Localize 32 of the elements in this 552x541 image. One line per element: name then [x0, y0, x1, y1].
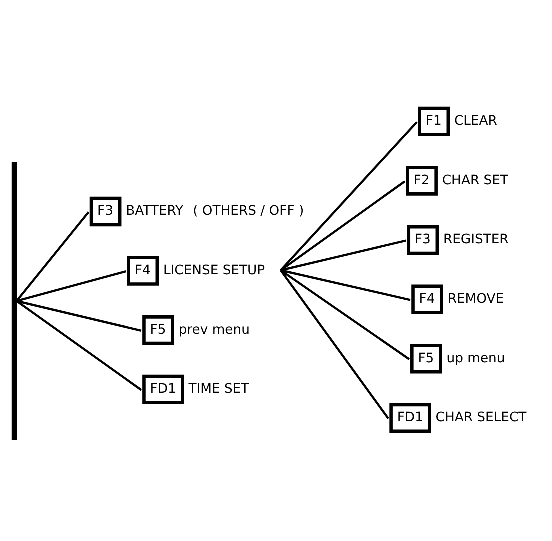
- connector: [280, 122, 418, 272]
- node-label: prev menu: [178, 322, 250, 338]
- node-label: CHAR SET: [442, 173, 508, 188]
- connector: [16, 270, 126, 302]
- node-box: F3: [90, 196, 122, 227]
- node-box: F1: [418, 106, 450, 137]
- connector: [280, 270, 390, 420]
- node-box: FD1: [390, 403, 432, 434]
- node-box: F5: [410, 344, 442, 374]
- connector: [16, 300, 142, 392]
- node-bar: [12, 162, 18, 440]
- node-label: CLEAR: [454, 114, 498, 130]
- connector: [16, 212, 90, 302]
- node-label: up menu: [446, 351, 506, 366]
- node-label: ( OTHERS / OFF ): [193, 204, 304, 220]
- node-label: LICENSE SETUP: [163, 263, 266, 278]
- node-box: F4: [412, 284, 444, 314]
- node-label: TIME SET: [188, 382, 250, 398]
- node-box: F5: [142, 316, 174, 346]
- node-box: F2: [406, 166, 438, 196]
- node-box: F4: [127, 256, 160, 286]
- node-label: REMOVE: [448, 292, 504, 308]
- node-label: REGISTER: [443, 232, 509, 248]
- connector: [280, 269, 411, 302]
- node-box: F3: [407, 225, 440, 256]
- connector: [280, 180, 406, 272]
- node-label: CHAR SELECT: [436, 410, 527, 426]
- connector: [280, 270, 410, 360]
- node-label: BATTERY: [126, 204, 184, 220]
- connector: [280, 240, 406, 272]
- node-box: FD1: [142, 374, 184, 404]
- connector: [16, 300, 142, 332]
